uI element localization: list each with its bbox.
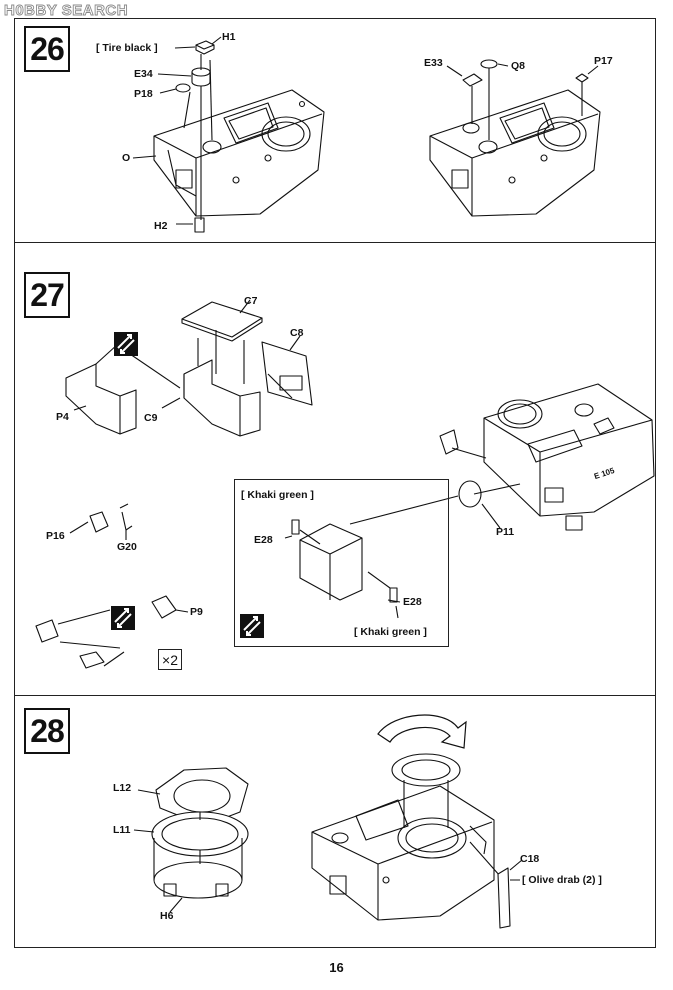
detail-inset <box>234 479 449 647</box>
inset-part <box>291 519 398 603</box>
label-tire-black: [ Tire black ] <box>96 42 158 54</box>
part-g20 <box>119 503 133 531</box>
label-c7: C7 <box>244 295 258 307</box>
part-e33 <box>462 73 483 87</box>
ring-top-28 <box>391 753 461 787</box>
label-e33: E33 <box>424 57 443 69</box>
label-p4: P4 <box>56 411 69 423</box>
page-frame <box>14 18 656 948</box>
part-h1 <box>195 40 215 55</box>
label-c9: C9 <box>144 412 158 424</box>
label-p11: P11 <box>496 526 515 538</box>
part-c7 <box>181 301 263 342</box>
part-p11-hook <box>439 429 459 455</box>
label-q8: Q8 <box>511 60 526 72</box>
label-g20: G20 <box>117 541 137 553</box>
turret-left-26 <box>153 89 325 217</box>
label-e28-right: E28 <box>403 596 422 608</box>
part-p9-b <box>79 651 105 669</box>
label-c18: C18 <box>520 853 540 865</box>
part-e34 <box>191 67 211 87</box>
label-olive-drab: [ Olive drab (2) ] <box>522 874 602 886</box>
part-p4 <box>65 363 137 435</box>
watermark-logo: H0BBY SEARCH <box>4 2 129 20</box>
label-p9: P9 <box>190 606 203 618</box>
page-number: 16 <box>329 960 344 975</box>
part-p16 <box>89 511 109 533</box>
part-h2 <box>194 217 205 233</box>
part-p18 <box>175 83 191 93</box>
part-p9-c <box>151 595 177 619</box>
label-p16: P16 <box>46 530 65 542</box>
label-h1: H1 <box>222 31 236 43</box>
divider-27-28 <box>15 695 655 696</box>
part-c8 <box>261 341 313 406</box>
label-e28-left: E28 <box>254 534 273 546</box>
label-l11: L11 <box>113 824 131 836</box>
step-28-number: 28 <box>24 708 70 754</box>
label-h6: H6 <box>160 910 174 922</box>
part-p17 <box>575 73 589 83</box>
flip-reverse-icon <box>114 332 138 356</box>
multiplier-badge: ×2 <box>158 649 182 670</box>
label-e34: E34 <box>134 68 153 80</box>
turret-28 <box>311 785 495 921</box>
part-q8 <box>480 59 498 69</box>
part-c9 <box>183 359 261 437</box>
label-o: O <box>122 152 131 164</box>
step-26-number: 26 <box>24 26 70 72</box>
flip-reverse-icon <box>111 606 135 630</box>
label-h2: H2 <box>154 220 168 232</box>
part-p9-a <box>35 619 59 643</box>
step-27-number: 27 <box>24 272 70 318</box>
part-c18 <box>497 867 511 929</box>
label-c8: C8 <box>290 327 304 339</box>
flip-reverse-icon <box>240 614 264 638</box>
label-p17: P17 <box>594 55 613 67</box>
label-p18: P18 <box>134 88 153 100</box>
part-p11 <box>458 480 482 508</box>
divider-26-27 <box>15 242 655 243</box>
label-khaki-green-bottom: [ Khaki green ] <box>354 626 427 638</box>
label-l12: L12 <box>113 782 132 794</box>
rotate-arrow-icon <box>377 714 467 749</box>
label-khaki-green-top: [ Khaki green ] <box>241 489 314 501</box>
turret-right-26 <box>429 89 601 217</box>
ring-h6 <box>153 838 243 899</box>
turret-27 <box>483 383 655 531</box>
